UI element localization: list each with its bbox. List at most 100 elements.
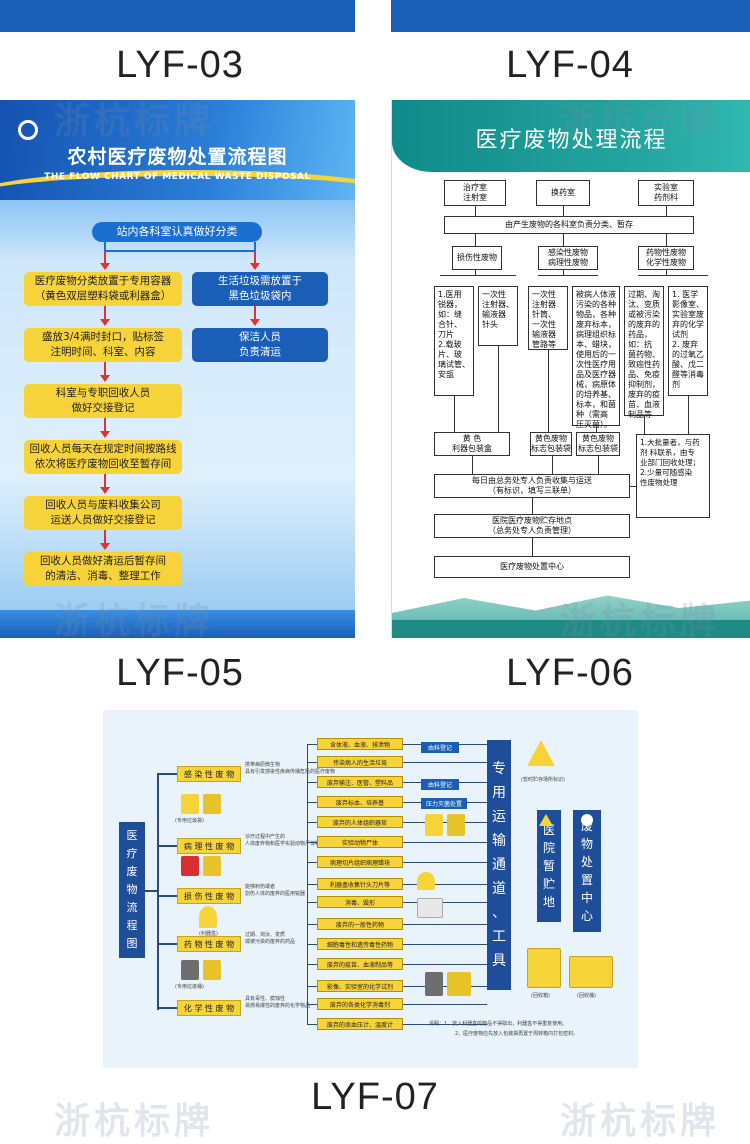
yellow-bag-icon bbox=[447, 972, 471, 996]
source-text: 换药室 bbox=[551, 188, 575, 197]
arrow-down bbox=[100, 306, 110, 326]
arrow-right bbox=[403, 1004, 487, 1005]
category-text: 药物性废物 bbox=[646, 248, 686, 257]
detail-line: 2. 废弃 bbox=[672, 340, 699, 349]
source-text: 实验室 bbox=[654, 183, 678, 192]
waste-item: 废弃的一般性药物 bbox=[317, 918, 403, 930]
detail-line: 药品， bbox=[628, 330, 652, 339]
waste-category: 药 物 性 废 物 bbox=[177, 936, 241, 952]
arrow-down bbox=[250, 306, 260, 326]
step-text: 依次将医疗废物回收至暂存间 bbox=[34, 458, 172, 470]
container-box: 黄 色 利器包装盒 bbox=[434, 432, 510, 456]
detail-line: 如：缝 bbox=[438, 310, 462, 319]
waste-item: 废弃的各类化学消毒剂 bbox=[317, 998, 403, 1010]
connector bbox=[548, 350, 549, 432]
product-code: LYF-05 bbox=[116, 652, 244, 694]
category-desc-line: 具有毒性、腐蚀性 bbox=[245, 996, 286, 1002]
arrow-right bbox=[403, 986, 487, 987]
connector bbox=[307, 744, 317, 745]
connector bbox=[157, 845, 177, 847]
hospital-storage: 医院暂贮地 bbox=[537, 810, 561, 922]
container-box: 黄色废物 标志包装袋 bbox=[530, 432, 572, 456]
connector bbox=[440, 275, 516, 276]
detail-line: 械，病原体 bbox=[576, 380, 616, 389]
category-text: 损伤性废物 bbox=[457, 253, 497, 262]
category-desc-line: 人体废弃物和医学实验动物尸体等 bbox=[245, 841, 321, 847]
step-text: 盛放3/4满时封口，贴标签 bbox=[42, 331, 164, 343]
container-box: 黄色废物 标志包装袋 bbox=[576, 432, 620, 456]
connector bbox=[644, 416, 645, 434]
main-label-char: 程 bbox=[126, 919, 138, 932]
sharps-box-icon bbox=[199, 906, 217, 928]
watermark: 浙杭标牌 bbox=[560, 101, 721, 142]
arrow-down bbox=[100, 474, 110, 494]
arrow-right bbox=[403, 884, 487, 885]
detail-line: 璃试管、 bbox=[438, 360, 470, 369]
note-line: 1.大批量者，与药 bbox=[640, 438, 700, 447]
source-text: 药剂科 bbox=[654, 193, 678, 202]
main-label-char: 疗 bbox=[126, 847, 138, 860]
watermark: 浙杭标牌 bbox=[54, 1101, 215, 1142]
detail-line: 影像室、 bbox=[672, 300, 704, 309]
arrow-down bbox=[100, 418, 110, 438]
arrow-down bbox=[100, 362, 110, 382]
detail-line: 醛等消毒 bbox=[672, 370, 704, 379]
category-box: 药物性废物 化学性废物 bbox=[638, 246, 694, 270]
connector bbox=[666, 234, 667, 246]
transport-char: 用 bbox=[492, 785, 506, 801]
transport-char: 输 bbox=[492, 833, 506, 849]
detail-line: 压灭菌）。 bbox=[576, 420, 612, 429]
detail-line: 剂 bbox=[672, 380, 680, 389]
category-text: 感染性废物 bbox=[548, 248, 588, 257]
step-box: 医疗废物分类放置于专用容器 （黄色双层塑料袋或利器盒） bbox=[24, 272, 182, 306]
header-pill: 站内各科室认真做好分类 bbox=[92, 222, 262, 242]
detail-line: 2.载玻 bbox=[438, 340, 462, 349]
connector bbox=[157, 773, 177, 775]
container-text: 黄 色 bbox=[462, 434, 482, 443]
waste-item: 废弃输注、医管、塑料品 bbox=[317, 776, 403, 788]
storage-char: 贮 bbox=[542, 877, 555, 891]
detail-line: 试剂 bbox=[672, 330, 688, 339]
step-text: 做好交接登记 bbox=[71, 402, 135, 414]
yellow-bin-icon bbox=[527, 948, 561, 988]
detail-line: 标本，和菌 bbox=[576, 400, 616, 409]
category-text: 病理性废物 bbox=[548, 258, 588, 267]
detail-box: 被病人体液污染的各种物品，各种废弃标本，病理组织标本、蜡块，使用后的一次性医疗用… bbox=[572, 286, 620, 429]
detail-line: 弃的化学 bbox=[672, 320, 704, 329]
connector bbox=[307, 1024, 317, 1025]
grey-bin-icon bbox=[425, 972, 443, 996]
poster-title: 农村医疗废物处置流程图 bbox=[67, 146, 288, 168]
note-line: 剂 科联系，由专 bbox=[640, 448, 695, 457]
detail-line: 制品等 bbox=[628, 410, 652, 419]
step-text: 的清洁、消毒、整理工作 bbox=[45, 570, 161, 582]
connector bbox=[563, 206, 564, 216]
detail-line: 本、蜡块， bbox=[576, 340, 616, 349]
flow-text: 医疗废物处置中心 bbox=[500, 562, 564, 571]
detail-line: 物品，各种 bbox=[576, 310, 616, 319]
step-box: 回收人员与废料收集公司 运送人员做好交接登记 bbox=[24, 496, 182, 530]
bin-tag: (回收箱) bbox=[531, 993, 550, 999]
detail-line: 使用后的一 bbox=[576, 350, 616, 359]
step-text: （黄色双层塑料袋或利器盒） bbox=[34, 290, 172, 302]
source-text: 治疗室 bbox=[463, 183, 487, 192]
detail-line: 菌药物、 bbox=[628, 350, 660, 359]
connector bbox=[307, 902, 317, 903]
note-line: 性废物处理 bbox=[640, 478, 678, 487]
transport-char: 、 bbox=[492, 905, 506, 921]
step-box: 科室与专职回收人员 做好交接登记 bbox=[24, 384, 182, 418]
bin-tag: (专用垃圾桶) bbox=[175, 984, 204, 990]
transport-char: 专 bbox=[492, 761, 506, 777]
detail-line: 片、玻 bbox=[438, 350, 462, 359]
register-box: 由科登记 bbox=[421, 779, 459, 790]
step-text: 生活垃圾需放置于 bbox=[218, 275, 302, 287]
gear-icon bbox=[18, 120, 38, 140]
detail-box: 过期、淘汰、变质或被污染的废弃的药品，如：抗菌药物、致癌性药品、免疫抑制剂，废弃… bbox=[624, 286, 664, 419]
detail-line: 合针、 bbox=[438, 320, 462, 329]
detail-line: 废弃标本， bbox=[576, 320, 616, 329]
category-desc: 携带病原微生物具有引发感染性疾病传播危险的医疗废物 bbox=[245, 762, 335, 776]
step-text: 回收人员做好清运后暂存间 bbox=[40, 555, 166, 567]
detail-line: 一次性 bbox=[532, 290, 556, 299]
arrow-right bbox=[403, 944, 487, 945]
category-desc-line: 易燃易爆性的废弃的化学物品 bbox=[245, 1003, 311, 1009]
note-line: 2、医疗废物应先放入包装袋再置于周转箱内打包密封。 bbox=[455, 1031, 579, 1037]
